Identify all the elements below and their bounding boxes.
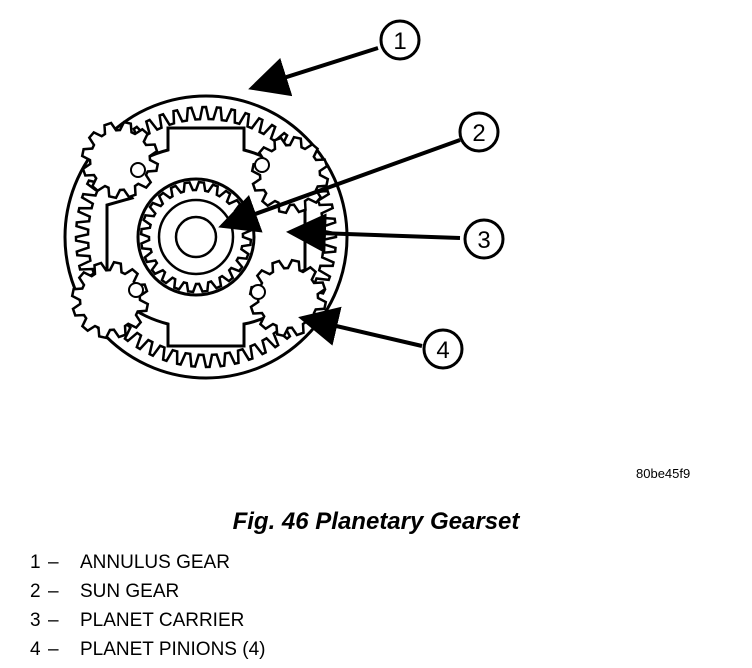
legend-number: 3 xyxy=(30,610,41,631)
callout-4: 4 xyxy=(422,328,464,370)
leader-arrow-1 xyxy=(248,46,379,97)
legend-number: 1 xyxy=(30,552,41,573)
carrier-hole xyxy=(128,282,144,298)
carrier-hole xyxy=(130,162,146,178)
carrier-hole xyxy=(254,157,270,173)
carrier-hole xyxy=(250,284,266,300)
leader-arrow-4 xyxy=(298,306,423,348)
legend-item: 1–ANNULUS GEAR xyxy=(30,548,265,577)
legend-dash: – xyxy=(48,581,59,602)
figure-reference-code: 80be45f9 xyxy=(636,466,691,481)
svg-text:1: 1 xyxy=(393,28,406,55)
legend-label: ANNULUS GEAR xyxy=(80,552,230,573)
planet-pinion-gear xyxy=(80,120,160,200)
svg-text:4: 4 xyxy=(436,337,449,364)
figure-caption: Fig. 46 Planetary Gearset xyxy=(232,508,520,535)
callout-2: 2 xyxy=(458,111,500,153)
legend-dash: – xyxy=(48,552,59,573)
planet-pinions xyxy=(70,120,330,340)
legend-dash: – xyxy=(48,610,59,631)
legend-item: 4–PLANET PINIONS (4) xyxy=(30,635,265,664)
leader-arrow-2 xyxy=(218,138,461,233)
sun-gear-bore xyxy=(174,215,218,259)
callout-1: 1 xyxy=(379,19,421,61)
svg-text:3: 3 xyxy=(477,227,490,254)
leader-arrow-3 xyxy=(286,213,461,254)
legend-list: 1–ANNULUS GEAR 2–SUN GEAR 3–PLANET CARRI… xyxy=(30,548,265,664)
callout-3: 3 xyxy=(463,218,505,260)
legend-label: PLANET CARRIER xyxy=(80,610,245,631)
legend-number: 4 xyxy=(30,639,41,660)
legend-label: PLANET PINIONS (4) xyxy=(80,639,266,660)
legend-dash: – xyxy=(48,639,59,660)
legend-item: 3–PLANET CARRIER xyxy=(30,606,265,635)
legend-item: 2–SUN GEAR xyxy=(30,577,265,606)
planet-pinion-gear xyxy=(70,260,150,340)
planetary-gearset-drawing: 1 2 3 4 xyxy=(63,19,505,380)
legend-number: 2 xyxy=(30,581,41,602)
annulus-gear-teeth xyxy=(74,105,338,369)
svg-text:2: 2 xyxy=(472,120,485,147)
legend-label: SUN GEAR xyxy=(80,581,180,602)
